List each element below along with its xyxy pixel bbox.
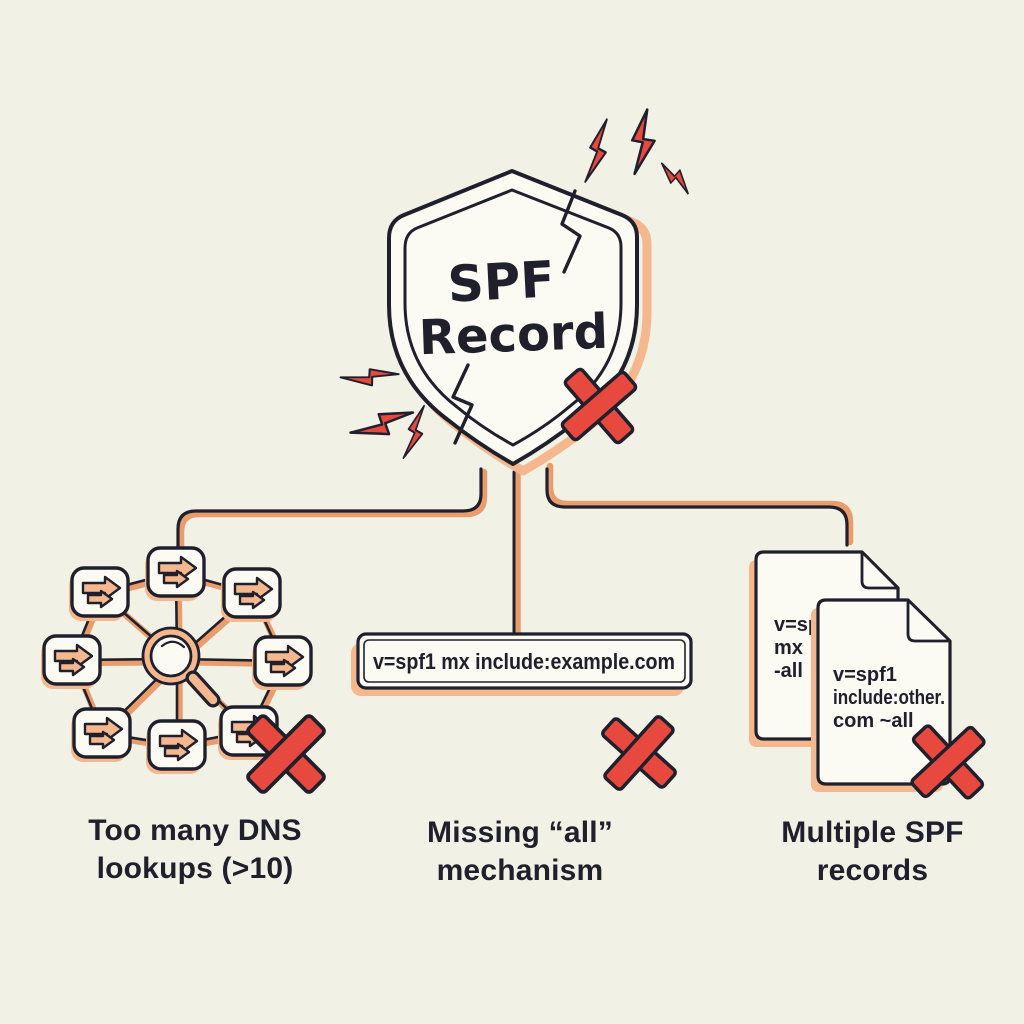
caption-multiple-spf-records: Multiple SPF records xyxy=(781,816,964,888)
front-doc-line: include:other. xyxy=(833,687,945,709)
back-doc-line: mx xyxy=(774,637,803,659)
dns-lookup-network xyxy=(39,546,328,796)
double-arrow-icon xyxy=(67,566,130,623)
front-doc-line: com ~all xyxy=(833,710,914,732)
back-doc-line: -all xyxy=(774,660,803,682)
lightning-bolt-icon xyxy=(654,160,697,195)
back-doc-line: v=sp xyxy=(774,614,820,636)
lightning-bolts-top-right xyxy=(584,107,697,195)
lightning-bolt-icon xyxy=(584,116,611,185)
double-arrow-icon xyxy=(39,634,102,691)
magnifier-icon xyxy=(141,626,221,708)
lightning-bolt-icon xyxy=(349,394,417,454)
multiple-spf-documents: v=sp mx -all v=spf1 include:other. com ~… xyxy=(749,550,988,802)
spf-record-box: v=spf1 mx include:example.com xyxy=(351,632,693,696)
x-mark-icon-missing-all xyxy=(598,712,680,794)
lightning-bolt-icon xyxy=(625,107,660,176)
double-arrow-icon xyxy=(143,546,206,603)
caption-too-many-dns-lookups: Too many DNS lookups (>10) xyxy=(88,814,302,886)
caption-missing-all-mechanism: Missing “all” mechanism xyxy=(427,816,613,888)
double-arrow-icon xyxy=(250,635,313,692)
front-doc-line: v=spf1 xyxy=(833,664,897,686)
double-arrow-icon xyxy=(69,707,132,764)
shield-crack-top xyxy=(560,189,582,274)
shield-crack-bottom xyxy=(451,363,474,445)
connector-right xyxy=(545,467,849,547)
double-arrow-icon xyxy=(219,567,282,624)
spf-record-value: v=spf1 mx include:example.com xyxy=(373,649,675,674)
shield-title-line1: SPF xyxy=(446,250,556,314)
shield-title-line2: Record xyxy=(418,304,609,367)
branch-connectors xyxy=(176,462,854,637)
double-arrow-icon xyxy=(144,719,207,776)
connector-left xyxy=(176,467,483,550)
lightning-bolt-icon xyxy=(339,358,401,395)
